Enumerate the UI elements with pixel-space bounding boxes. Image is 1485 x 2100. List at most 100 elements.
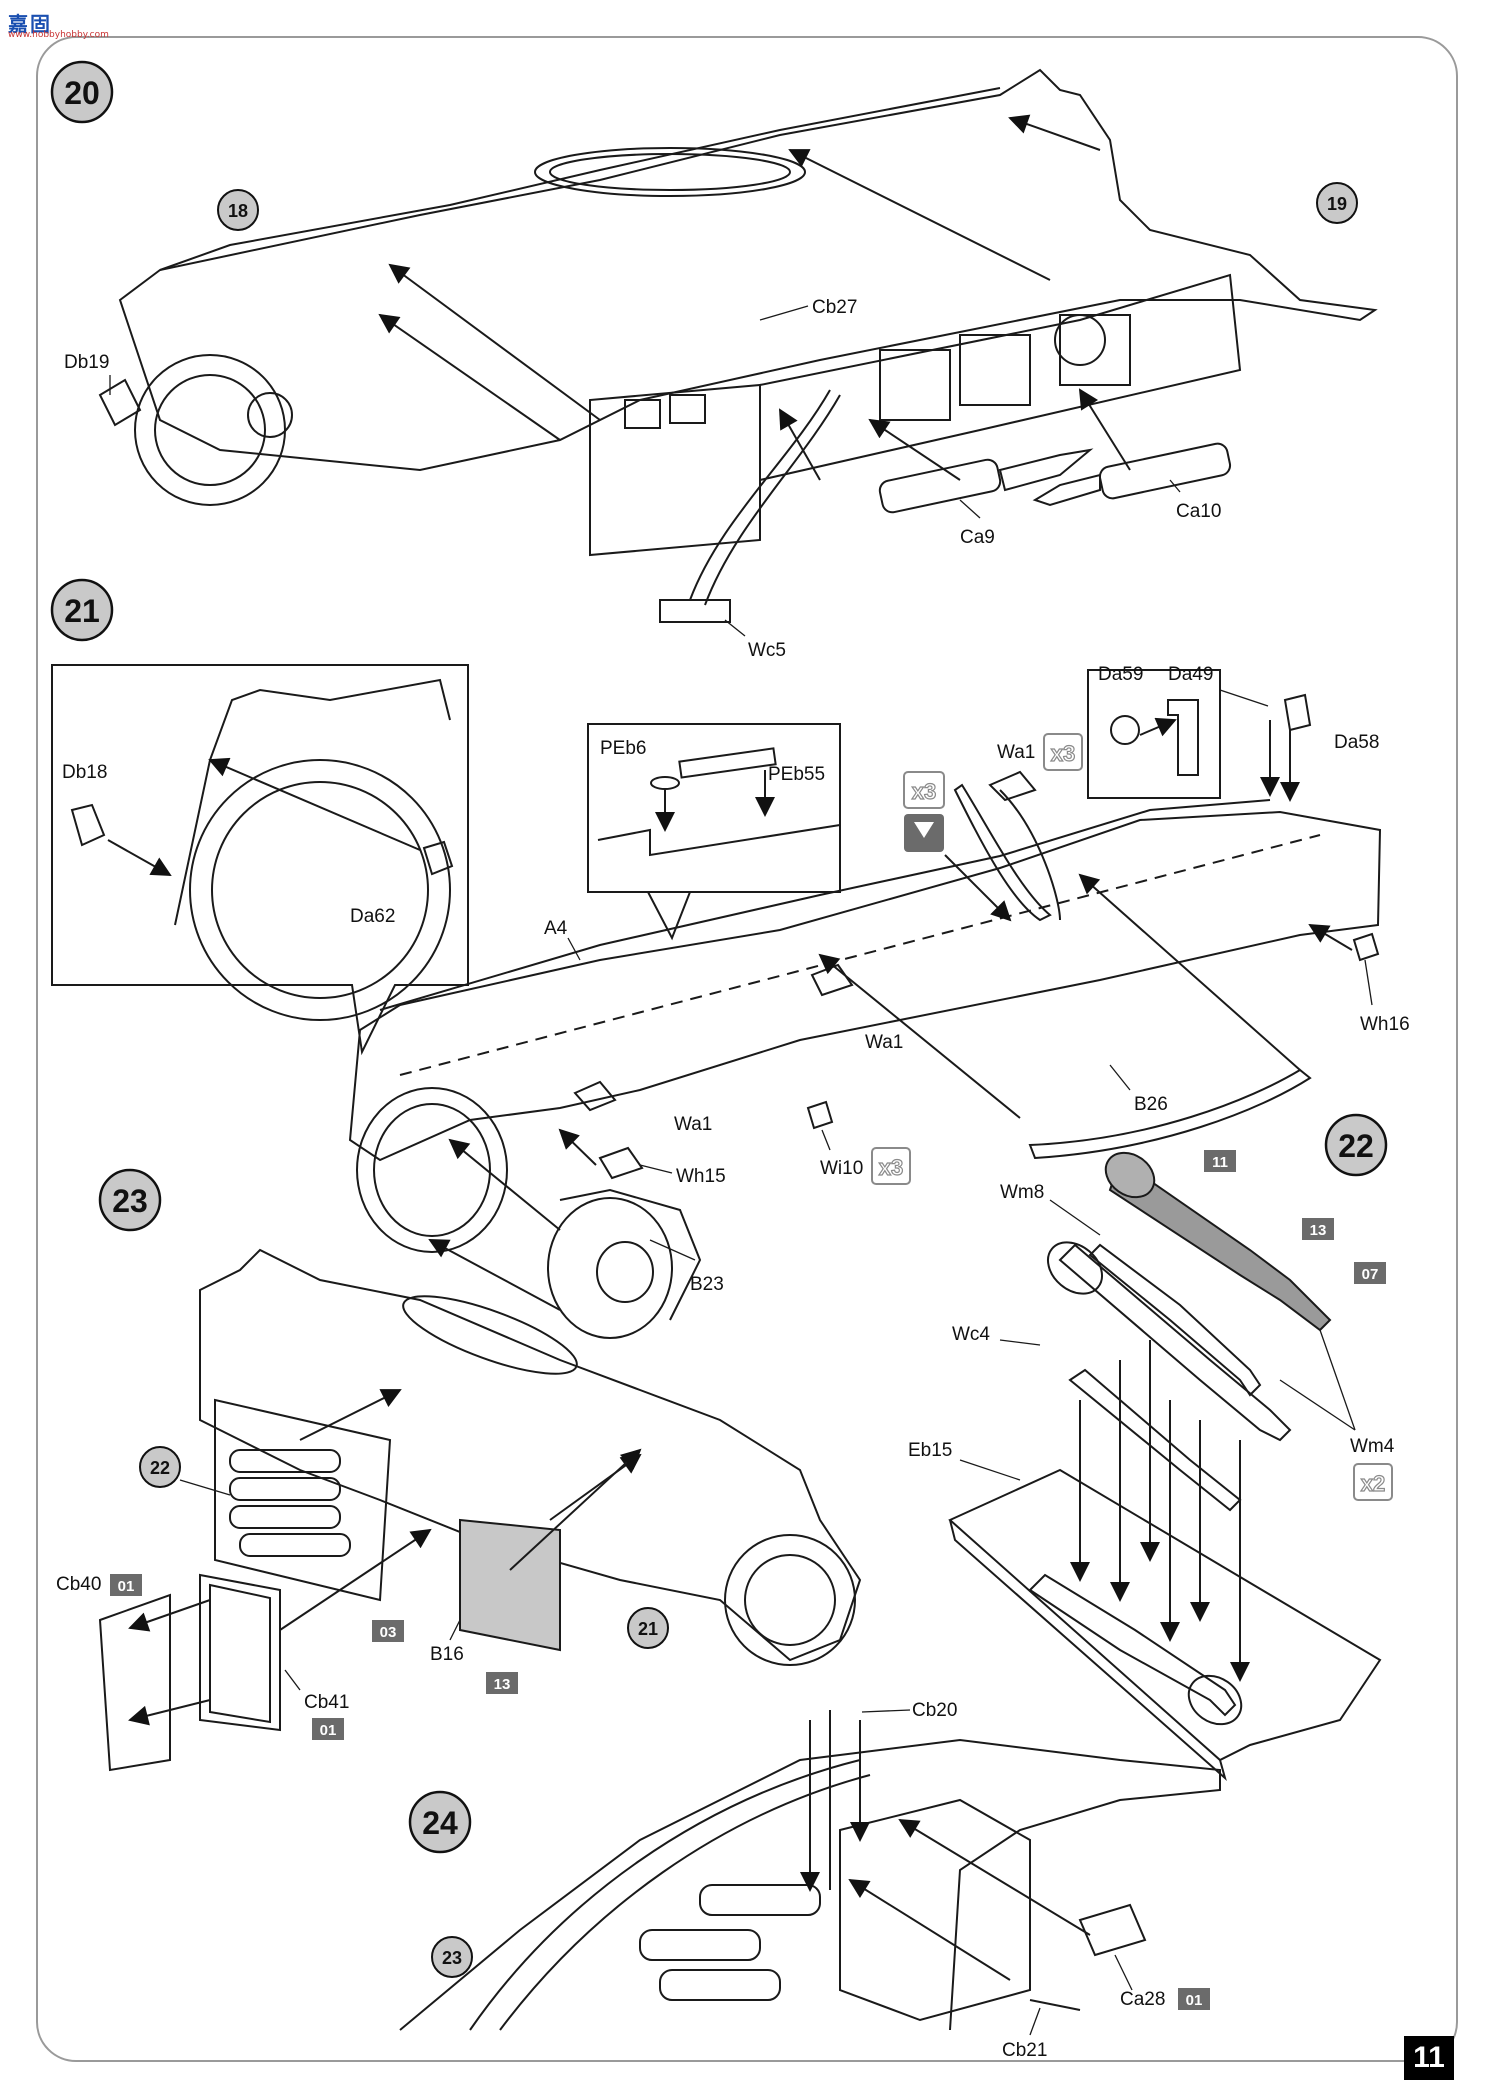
leader-wh16	[1364, 959, 1373, 1006]
part-wa1-top	[988, 770, 1037, 802]
color-box-11	[1204, 1150, 1236, 1172]
panel-vent-left	[624, 399, 661, 429]
arrow-20-a	[388, 263, 601, 421]
label-da59: Da59	[1098, 664, 1143, 685]
panel-b16	[459, 1518, 561, 1652]
arrow-21-a	[818, 953, 1021, 1119]
part-da58	[1283, 693, 1312, 732]
dash-line-a4	[399, 834, 1321, 1076]
label-peb6: PEb6	[600, 738, 646, 759]
arrow-21-b	[1078, 873, 1301, 1071]
peb55-strip	[678, 747, 777, 779]
inset-peb-pointer	[647, 891, 691, 941]
inset-part-da62	[422, 840, 454, 876]
page-frame	[36, 36, 1458, 2062]
rack-rounds-24	[639, 1884, 821, 2001]
rack-cylinder	[1054, 314, 1106, 366]
hull-top-a4	[379, 799, 1271, 1011]
label-da58: Da58	[1334, 732, 1379, 753]
arrow-23-b	[549, 1453, 642, 1521]
drum-b23	[547, 1197, 673, 1339]
wheel-housing-23	[724, 1534, 856, 1666]
arrow-21-inset-a	[107, 839, 172, 876]
label-cb27: Cb27	[812, 297, 857, 318]
shell-ca9	[878, 448, 1094, 514]
mult-x3-wa1-badge	[1043, 733, 1083, 771]
leader-cb27	[759, 305, 809, 321]
step-21-badge	[50, 578, 114, 642]
step-23-badge	[98, 1168, 162, 1232]
step-23-number: 23	[112, 1183, 148, 1219]
color-box-01b	[312, 1718, 344, 1740]
label-cb21: Cb21	[1002, 2040, 1047, 2061]
mult-x3-glue: x3	[912, 779, 936, 804]
leader-a4	[567, 937, 581, 961]
hatch-arc-b26	[1028, 1068, 1312, 1160]
rack-box-1	[879, 349, 951, 421]
ref-18-number: 18	[228, 201, 248, 221]
arrow-20-b	[788, 149, 1051, 281]
label-wa1-left: Wa1	[674, 1114, 712, 1135]
hull-24-arc	[469, 1759, 861, 2031]
step-24-number: 24	[422, 1805, 458, 1841]
hatch-ring-inner	[549, 153, 791, 191]
ammo-rack-assembly	[759, 273, 1242, 482]
arrow-23-a	[299, 1389, 402, 1441]
ref-18-badge	[217, 189, 259, 231]
step-22-badge	[1324, 1113, 1388, 1177]
panel-vent-right	[669, 394, 706, 424]
inset-da-box	[1087, 669, 1221, 799]
step-21-number: 21	[64, 593, 100, 629]
label-da49: Da49	[1168, 664, 1213, 685]
arrow-21-i	[944, 854, 1012, 922]
ammo-rack-panel-22	[214, 1398, 392, 1602]
color-box-13a	[1302, 1218, 1334, 1240]
hull-24-outer	[399, 1738, 1221, 2031]
connector-wc5	[659, 599, 731, 623]
arrow-21-inset-b	[208, 757, 421, 851]
cabinet-cb41	[199, 1573, 281, 1732]
label-ca9: Ca9	[960, 527, 995, 548]
round-wc4	[1028, 1573, 1243, 1726]
cabinet-cb40	[98, 1593, 171, 1772]
mult-x3-wi10-badge	[871, 1147, 911, 1185]
inset-peb-rail	[597, 824, 841, 857]
label-eb15: Eb15	[908, 1440, 952, 1461]
color-code-07: 07	[1362, 1266, 1379, 1283]
label-wh15: Wh15	[676, 1166, 726, 1187]
wheel-housing-inner	[154, 374, 266, 486]
ref-23-badge	[431, 1936, 473, 1978]
step-22-labels: 22 Wm8 Wc4 Wm4 Eb15 11 13 07 x2	[908, 1113, 1395, 1501]
step-21-labels: 21 Db18 Da62 PEb6 PEb55 Wa1 Da59 Da49 Da…	[50, 578, 1410, 1295]
ammo-rack-rounds	[229, 1449, 351, 1557]
leader-cb41	[284, 1669, 301, 1691]
leader-b16	[449, 1619, 461, 1641]
ammo-strip-loop-b	[999, 789, 1061, 921]
step-21-group	[51, 664, 1382, 1339]
label-db18: Db18	[62, 762, 107, 783]
label-wm8: Wm8	[1000, 1182, 1044, 1203]
leader-eb15	[959, 1459, 1021, 1481]
upper-edge	[159, 87, 1001, 271]
arrow-23-e	[128, 1699, 211, 1726]
leader-ca28	[1114, 1954, 1133, 1991]
bracket-db19	[98, 378, 142, 427]
color-code-01c: 01	[1186, 1992, 1203, 2009]
color-code-13a: 13	[1310, 1222, 1327, 1239]
label-cb40: Cb40	[56, 1574, 101, 1595]
wiring-harness-wc5	[689, 389, 831, 601]
peb6-ring	[650, 776, 680, 790]
arrow-24-c	[848, 1878, 1011, 1981]
step-20-labels: 20 18 19 Db19 Cb27 Ca9 Ca10 Wc5	[50, 60, 1358, 661]
wheel-ring-b23	[356, 1087, 508, 1253]
arrow-21-f	[428, 1239, 561, 1311]
hull-side-frame-18	[118, 68, 1378, 472]
label-wc4: Wc4	[952, 1324, 990, 1345]
leader-wc5	[724, 619, 746, 637]
leader-ca10	[1169, 479, 1181, 493]
ammo-strip-loop	[953, 783, 1052, 922]
label-cb20: Cb20	[912, 1700, 957, 1721]
leader-wh15	[639, 1164, 673, 1174]
step-22-group	[948, 1151, 1382, 1781]
mult-x3-glue-badge	[903, 771, 945, 809]
